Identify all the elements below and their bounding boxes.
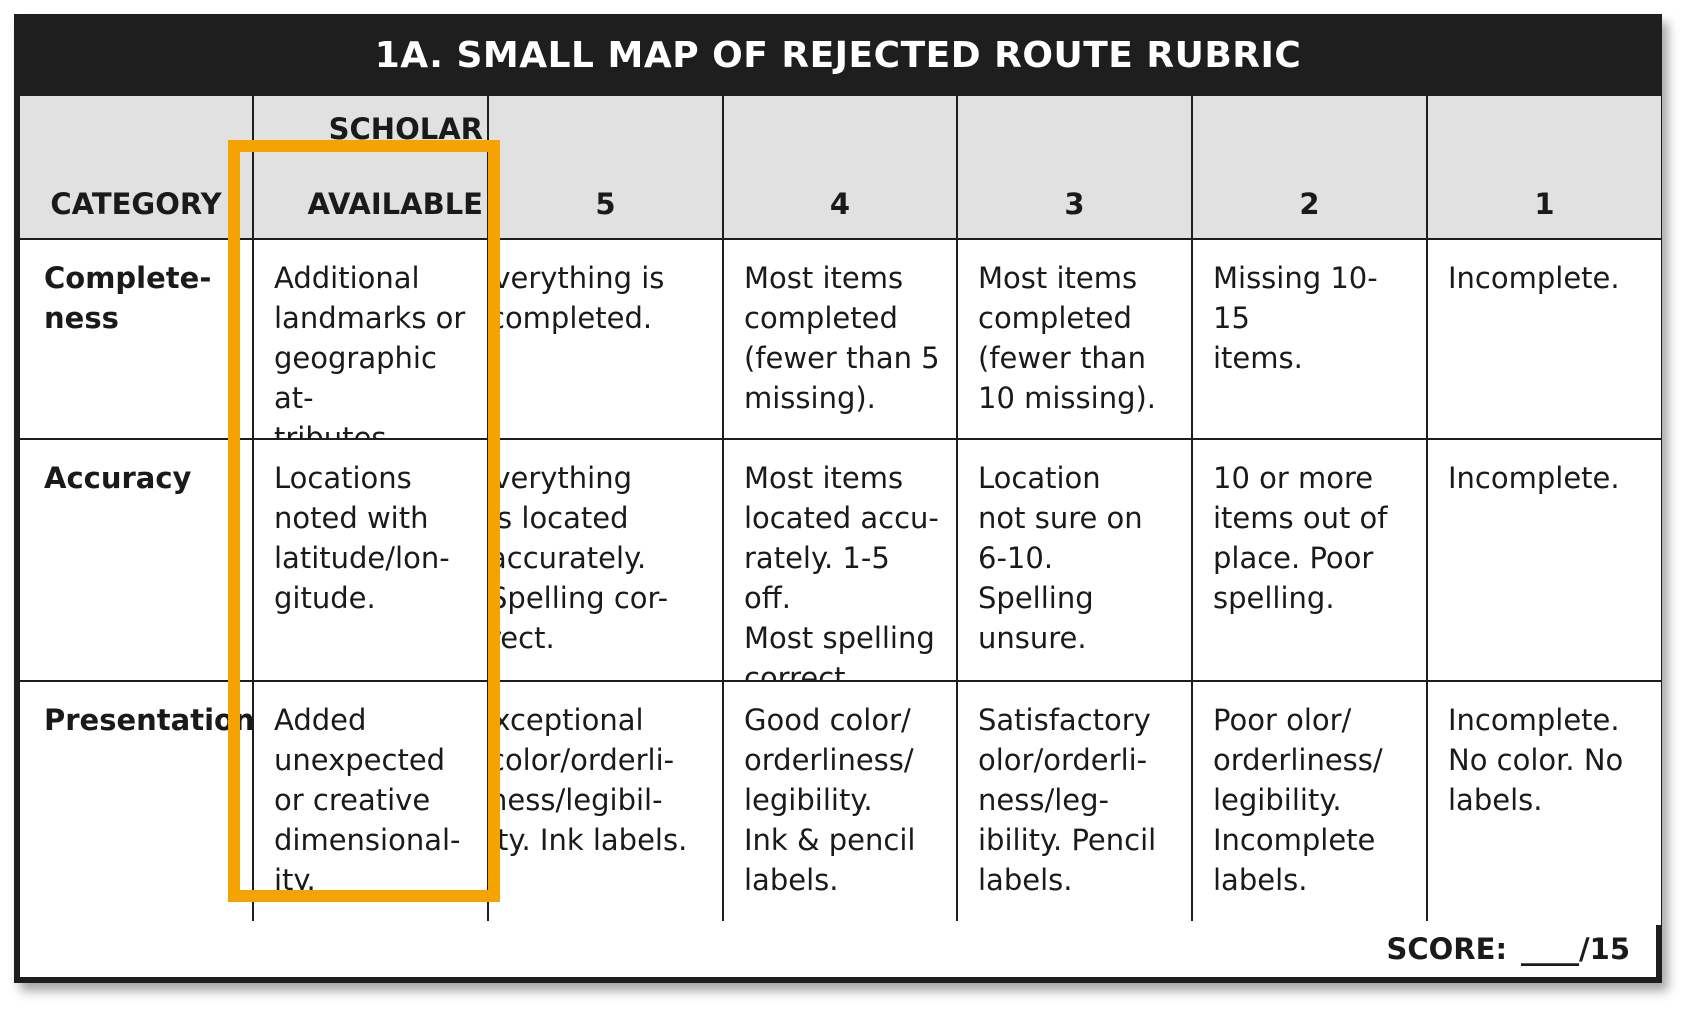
cell-completeness-3: Most items completed (fewer than 10 miss…	[958, 240, 1191, 438]
cell-completeness-1: Incomplete.	[1428, 240, 1661, 438]
cell-presentation-4: Good color/ orderliness/ legibility. Ink…	[724, 682, 956, 925]
cell-completeness-scholar: Additional landmarks or geographic at- t…	[254, 240, 487, 438]
cell-presentation-1: Incomplete. No color. No labels.	[1428, 682, 1661, 925]
cell-presentation-3: Satisfactory olor/orderli- ness/leg- ibi…	[958, 682, 1191, 925]
row-label-completeness: Complete- ness	[20, 240, 252, 438]
cell-accuracy-5: Everything is located accurately. Spelli…	[489, 440, 722, 680]
cell-completeness-5: Everything is completed.	[489, 240, 722, 438]
cell-completeness-4: Most items completed (fewer than 5 missi…	[724, 240, 956, 438]
header-category: CATEGORY	[20, 96, 252, 238]
header-scholar-line2: AVAILABLE	[307, 187, 483, 221]
cell-presentation-scholar: Added unexpected or creative dimensional…	[254, 682, 487, 925]
cell-completeness-2: Missing 10-15 items.	[1193, 240, 1426, 438]
row-label-presentation: Presentation	[20, 682, 252, 925]
cell-accuracy-scholar: Locations noted with latitude/lon- gitud…	[254, 440, 487, 680]
cell-accuracy-2: 10 or more items out of place. Poor spel…	[1193, 440, 1426, 680]
rubric-title: 1A. SMALL MAP OF REJECTED ROUTE RUBRIC	[374, 34, 1302, 76]
header-score-5: 5	[489, 96, 722, 238]
header-score-2: 2	[1193, 96, 1426, 238]
cell-accuracy-4: Most items located accu- rately. 1-5 off…	[724, 440, 956, 680]
header-scholar-line1: SCHOLAR	[328, 112, 483, 146]
header-scholar-points: SCHOLAR AVAILABLE	[254, 96, 487, 238]
row-label-accuracy: Accuracy	[20, 440, 252, 680]
header-score-4: 4	[724, 96, 956, 238]
header-score-1: 1	[1428, 96, 1661, 238]
cell-presentation-2: Poor olor/ orderliness/ legibility. Inco…	[1193, 682, 1426, 925]
score-label: SCORE:	[1386, 932, 1508, 966]
cell-accuracy-1: Incomplete.	[1428, 440, 1661, 680]
header-score-3: 3	[958, 96, 1191, 238]
rubric-sheet: 1A. SMALL MAP OF REJECTED ROUTE RUBRIC C…	[14, 14, 1662, 983]
score-total: ____/15	[1521, 932, 1630, 966]
score-footer: SCORE: ____/15	[20, 921, 1656, 977]
rubric-table: CATEGORY SCHOLAR AVAILABLE 5 4 3 2 1 Com…	[20, 96, 1661, 925]
cell-accuracy-3: Location not sure on 6-10. Spelling unsu…	[958, 440, 1191, 680]
cell-presentation-5: Exceptional color/orderli- ness/legibil-…	[489, 682, 722, 925]
